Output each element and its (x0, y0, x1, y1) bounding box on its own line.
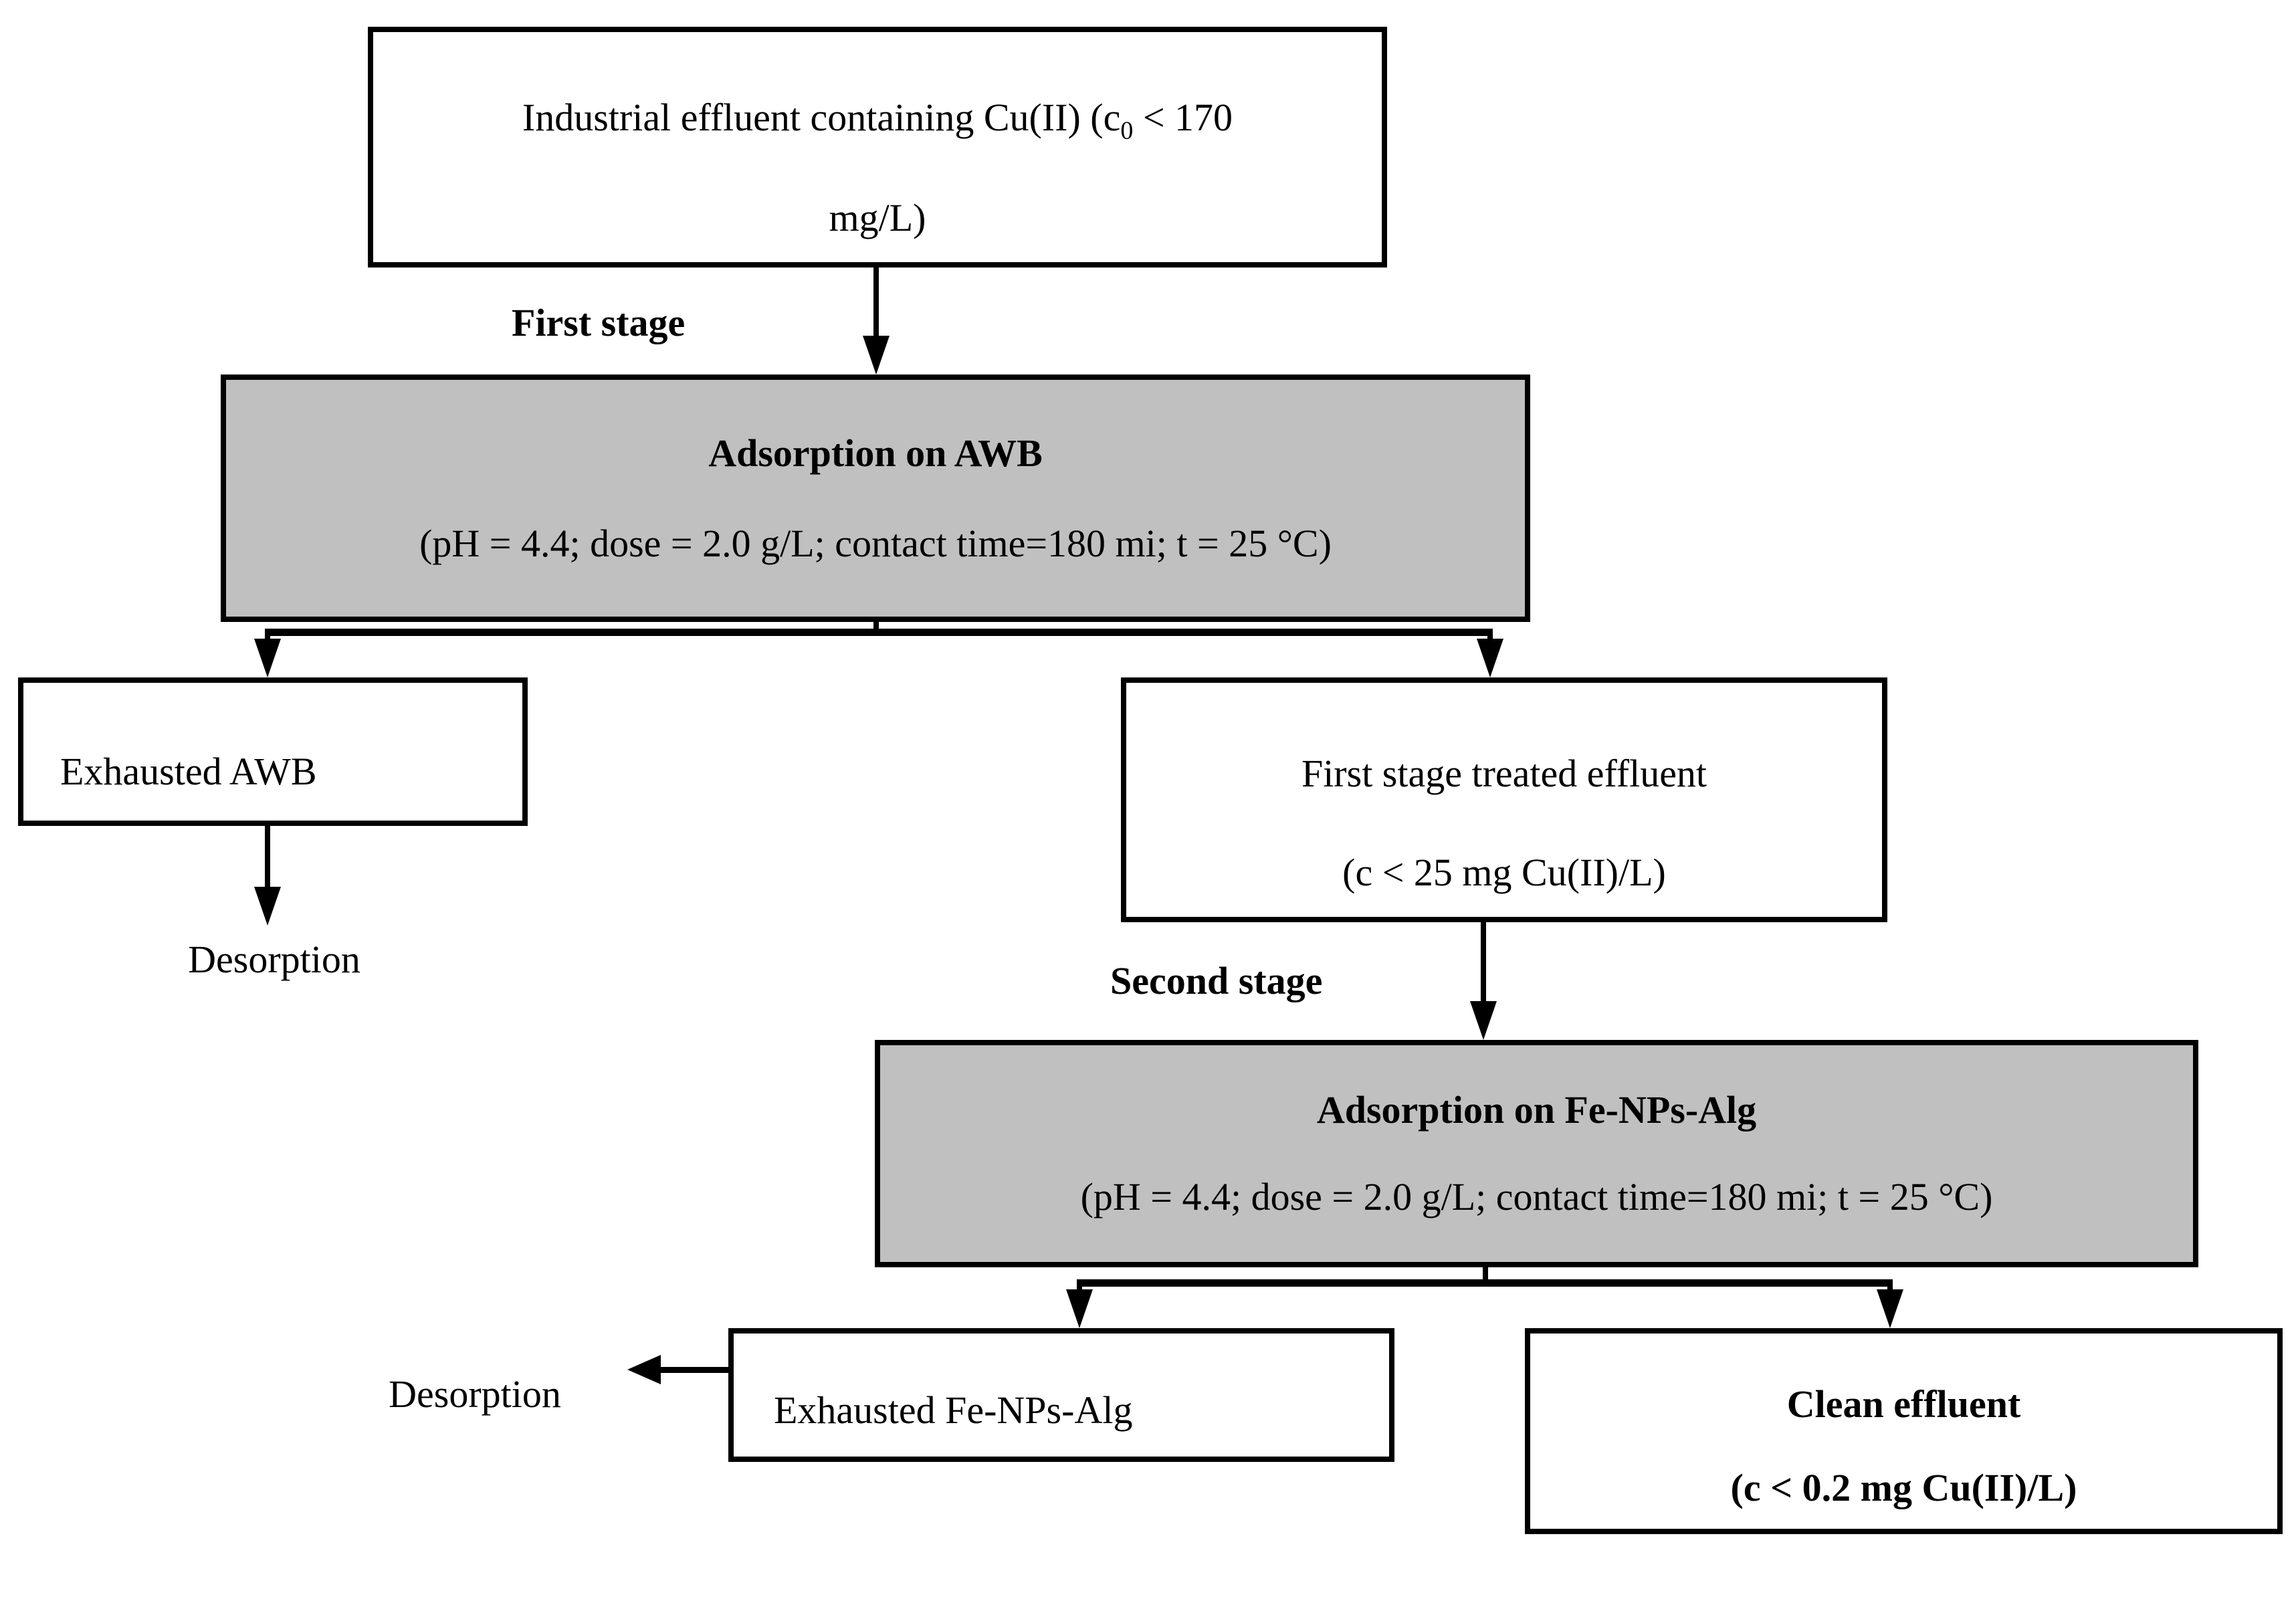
junction2-branch-bar (1077, 1279, 1893, 1287)
node-adsorption-awb: Adsorption on AWB (pH = 4.4; dose = 2.0 … (221, 375, 1530, 622)
junction1-right-arrowhead-icon (1477, 639, 1503, 677)
desorption1-label: Desorption (188, 938, 360, 981)
stage1-label: First stage (512, 301, 686, 344)
adsorption-awb-title: Adsorption on AWB (708, 431, 1043, 475)
junction2-right-arrowhead-icon (1877, 1289, 1903, 1328)
junction1-left-arrowhead-icon (254, 639, 281, 677)
stage2-label: Second stage (1110, 959, 1323, 1002)
fenps-to-desorption-arrowhead-icon (627, 1355, 661, 1384)
junction2-stem-line (1483, 1267, 1488, 1282)
junction1-stem-line (873, 622, 879, 631)
treated-to-fenps-arrowhead-icon (1470, 1001, 1497, 1040)
connector-fenps-to-desorption-line (659, 1367, 728, 1373)
influent-to-awb-arrowhead-icon (863, 336, 890, 375)
adsorption-fenps-title: Adsorption on Fe-NPs-Alg (1316, 1088, 1757, 1132)
industrial-effluent-line1-post: < 170 (1133, 96, 1233, 139)
awb-to-desorption-arrowhead-icon (254, 887, 281, 926)
industrial-effluent-line1-pre: Industrial effluent containing Cu(II) (c (522, 96, 1121, 139)
industrial-effluent-line1: Industrial effluent containing Cu(II) (c… (522, 94, 1233, 144)
connector-awb-to-desorption-line (265, 826, 270, 889)
junction1-branch-bar (265, 629, 1493, 636)
node-adsorption-fenps: Adsorption on Fe-NPs-Alg (pH = 4.4; dose… (875, 1040, 2198, 1267)
adsorption-awb-params: (pH = 4.4; dose = 2.0 g/L; contact time=… (419, 521, 1332, 565)
node-exhausted-fenps: Exhausted Fe-NPs-Alg (728, 1328, 1394, 1462)
clean-effluent-line1: Clean effluent (1786, 1382, 2021, 1426)
connector-treated-to-fenps-line (1481, 922, 1486, 1002)
treated-effluent-line1: First stage treated effluent (1301, 752, 1707, 795)
industrial-effluent-line2: mg/L) (829, 196, 926, 239)
junction2-left-arrowhead-icon (1066, 1289, 1093, 1328)
treated-effluent-line2: (c < 25 mg Cu(II)/L) (1342, 851, 1666, 894)
node-clean-effluent: Clean effluent (c < 0.2 mg Cu(II)/L) (1525, 1328, 2283, 1534)
desorption2-label: Desorption (389, 1372, 561, 1416)
clean-effluent-line2: (c < 0.2 mg Cu(II)/L) (1730, 1466, 2077, 1509)
subscript-zero: 0 (1120, 116, 1134, 145)
node-exhausted-awb: Exhausted AWB (18, 677, 528, 826)
node-industrial-effluent: Industrial effluent containing Cu(II) (c… (368, 27, 1387, 268)
exhausted-fenps-label: Exhausted Fe-NPs-Alg (774, 1388, 1133, 1432)
exhausted-awb-label: Exhausted AWB (60, 750, 317, 793)
adsorption-fenps-params: (pH = 4.4; dose = 2.0 g/L; contact time=… (1080, 1175, 1993, 1218)
connector-influent-to-awb-line (873, 268, 879, 338)
node-treated-effluent: First stage treated effluent (c < 25 mg … (1121, 677, 1887, 922)
